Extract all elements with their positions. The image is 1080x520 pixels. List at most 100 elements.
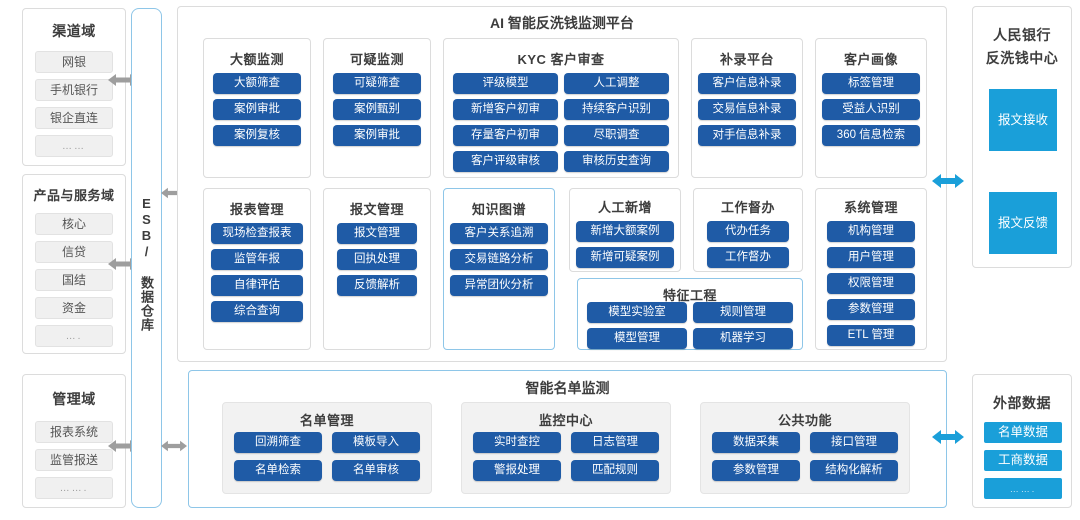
module-knowledge-graph-title: 知识图谱 [471,202,526,217]
module-system-management-buttons: 机构管理 用户管理 权限管理 参数管理 ETL 管理 [827,221,915,346]
btn-customer-rating-review[interactable]: 客户评级审核 [453,151,558,172]
btn-case-approval-2[interactable]: 案例审批 [333,125,421,146]
left-item-product-4: …. [35,325,113,347]
btn-list-review[interactable]: 名单审核 [332,460,420,481]
module-work-supervision-buttons: 代办任务 工作督办 [707,221,789,268]
module-feature-engineering-title: 特征工程 [662,288,717,303]
btn-structured-parsing[interactable]: 结构化解析 [810,460,898,481]
btn-comprehensive-query[interactable]: 综合查询 [211,301,303,322]
btn-self-discipline-assessment[interactable]: 自律评估 [211,275,303,296]
btn-rating-model[interactable]: 评级模型 [453,73,558,94]
module-customer-profile-title: 客户画像 [843,52,898,67]
module-supplement-buttons: 客户信息补录 交易信息补录 对手信息补录 [698,73,796,146]
btn-suspicious-screening[interactable]: 可疑筛查 [333,73,421,94]
btn-manual-adjustment[interactable]: 人工调整 [564,73,669,94]
btn-etl-management[interactable]: ETL 管理 [827,325,915,346]
module-system-management: 系统管理 [815,188,927,350]
btn-regulatory-annual-report[interactable]: 监管年报 [211,249,303,270]
btn-case-identification[interactable]: 案例甄别 [333,99,421,120]
module-kyc-title: KYC 客户审查 [517,52,605,67]
btn-add-large-amount-case[interactable]: 新增大额案例 [576,221,674,242]
left-panel-channel: 渠道域 网银 手机银行 银企直连 …… [22,8,126,166]
btn-due-diligence[interactable]: 尽职调查 [564,125,669,146]
left-item-product-3: 资金 [35,297,113,319]
arrow-product-to-esb [108,258,138,270]
group-monitoring-center-title: 监控中心 [538,413,593,428]
module-system-management-title: 系统管理 [843,200,898,215]
btn-template-import[interactable]: 模板导入 [332,432,420,453]
btn-parameter-management-2[interactable]: 参数管理 [712,460,800,481]
btn-alarm-processing[interactable]: 警报处理 [473,460,561,481]
btn-agent-task[interactable]: 代办任务 [707,221,789,242]
btn-counterparty-info-supplement[interactable]: 对手信息补录 [698,125,796,146]
btn-360-info-search[interactable]: 360 信息检索 [822,125,920,146]
left-panel-product: 产品与服务域 核心 信贷 国结 资金 …. [22,174,126,354]
btn-parameter-management[interactable]: 参数管理 [827,299,915,320]
left-item-channel-3: …… [35,135,113,157]
group-common-functions-title: 公共功能 [777,413,832,428]
group-monitoring-center-buttons: 实时查控 日志管理 警报处理 匹配规则 [473,432,659,481]
btn-case-review[interactable]: 案例复核 [213,125,301,146]
btn-retrospective-screening[interactable]: 回溯筛查 [234,432,322,453]
btn-customer-info-supplement[interactable]: 客户信息补录 [698,73,796,94]
btn-beneficiary-identification[interactable]: 受益人识别 [822,99,920,120]
btn-rule-management[interactable]: 规则管理 [693,302,793,323]
main-platform-title: AI 智能反洗钱监测平台 [490,15,634,31]
btn-log-management[interactable]: 日志管理 [571,432,659,453]
left-item-management-2: ……. [35,477,113,499]
btn-case-approval[interactable]: 案例审批 [213,99,301,120]
right-panel-pboc-title-line2: 反洗钱中心 [985,50,1059,66]
btn-matching-rules[interactable]: 匹配规则 [571,460,659,481]
btn-feedback-parsing[interactable]: 反馈解析 [337,275,417,296]
btn-interface-management[interactable]: 接口管理 [810,432,898,453]
module-feature-engineering-buttons: 模型实验室 规则管理 模型管理 机器学习 [587,302,793,349]
group-list-management-title: 名单管理 [299,413,354,428]
btn-abnormal-group-analysis[interactable]: 异常团伙分析 [450,275,548,296]
block-business-data[interactable]: 工商数据 [984,450,1062,471]
btn-add-suspicious-case[interactable]: 新增可疑案例 [576,247,674,268]
btn-continuous-customer-identification[interactable]: 持续客户识别 [564,99,669,120]
block-message-feedback[interactable]: 报文反馈 [989,192,1057,254]
btn-data-collection[interactable]: 数据采集 [712,432,800,453]
btn-org-management[interactable]: 机构管理 [827,221,915,242]
module-large-amount-buttons: 大额筛查 案例审批 案例复核 [213,73,301,146]
left-item-channel-2: 银企直连 [35,107,113,129]
btn-existing-customer-first-review[interactable]: 存量客户初审 [453,125,558,146]
block-external-data-more[interactable]: ……. [984,478,1062,499]
btn-customer-relation-tracing[interactable]: 客户关系追溯 [450,223,548,244]
btn-transaction-chain-analysis[interactable]: 交易链路分析 [450,249,548,270]
module-customer-profile-buttons: 标签管理 受益人识别 360 信息检索 [822,73,920,146]
btn-message-management[interactable]: 报文管理 [337,223,417,244]
btn-transaction-info-supplement[interactable]: 交易信息补录 [698,99,796,120]
module-manual-addition-buttons: 新增大额案例 新增可疑案例 [576,221,674,268]
btn-receipt-processing[interactable]: 回执处理 [337,249,417,270]
right-panel-external-data-title: 外部数据 [993,395,1051,411]
right-panel-pboc-title-line1: 人民银行 [993,27,1051,43]
btn-onsite-inspection-report[interactable]: 现场检查报表 [211,223,303,244]
module-work-supervision-title: 工作督办 [720,200,775,215]
btn-realtime-control[interactable]: 实时查控 [473,432,561,453]
arrow-main-to-external-data [932,430,964,444]
group-common-functions-buttons: 数据采集 接口管理 参数管理 结构化解析 [712,432,898,481]
arrow-main-to-pboc [932,174,964,188]
btn-user-management[interactable]: 用户管理 [827,247,915,268]
arrow-channel-to-esb [108,74,138,86]
left-item-product-0: 核心 [35,213,113,235]
left-item-channel-1: 手机银行 [35,79,113,101]
btn-permission-management[interactable]: 权限管理 [827,273,915,294]
btn-new-customer-first-review[interactable]: 新增客户初审 [453,99,558,120]
btn-work-supervision[interactable]: 工作督办 [707,247,789,268]
module-manual-addition-title: 人工新增 [597,200,652,215]
btn-review-history-query[interactable]: 审核历史查询 [564,151,669,172]
module-large-amount-title: 大额监测 [229,52,284,67]
btn-large-screening[interactable]: 大额筛查 [213,73,301,94]
btn-tag-management[interactable]: 标签管理 [822,73,920,94]
btn-machine-learning[interactable]: 机器学习 [693,328,793,349]
btn-model-lab[interactable]: 模型实验室 [587,302,687,323]
left-panel-channel-title: 渠道域 [52,23,96,39]
btn-list-search[interactable]: 名单检索 [234,460,322,481]
block-message-receive[interactable]: 报文接收 [989,89,1057,151]
block-list-data[interactable]: 名单数据 [984,422,1062,443]
btn-model-management[interactable]: 模型管理 [587,328,687,349]
